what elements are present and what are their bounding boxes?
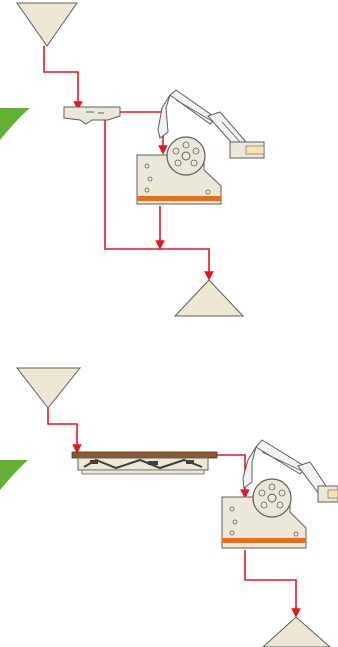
- product-stockpile-icon[interactable]: [262, 616, 331, 647]
- top-circuit: [0, 2, 265, 317]
- feed-stockpile-icon[interactable]: [16, 2, 78, 47]
- jaw-crusher-icon[interactable]: [136, 136, 222, 205]
- jaw-crusher-icon[interactable]: [221, 478, 307, 549]
- flow-line: [43, 46, 83, 111]
- flow-line: [244, 550, 301, 618]
- side-tab-icon[interactable]: [0, 108, 30, 140]
- grizzly-feeder-icon[interactable]: [63, 106, 121, 125]
- rock-breaker-arm-icon[interactable]: [242, 439, 338, 503]
- feed-stockpile-icon[interactable]: [15, 367, 82, 409]
- flow-line: [47, 408, 82, 454]
- vibrating-feeder-icon[interactable]: [71, 451, 218, 475]
- flow-line: [214, 454, 250, 499]
- bottom-circuit: [0, 367, 338, 647]
- side-tab-icon[interactable]: [0, 460, 28, 490]
- product-stockpile-icon[interactable]: [173, 279, 245, 317]
- flow-line: [118, 111, 168, 155]
- rock-breaker-arm-icon[interactable]: [157, 89, 265, 159]
